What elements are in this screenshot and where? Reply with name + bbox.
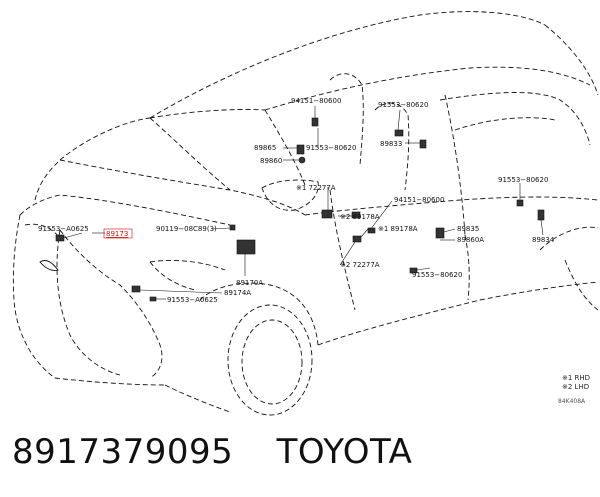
label-90119: 90119−08C89(3) [156,225,217,233]
part-number: 8917379095 [12,432,234,472]
diagram-code: 84K408A [558,398,586,405]
parts-diagram: 94151−80600 91553−80620 89865 91553−8062… [12,11,599,416]
label-91553-a0625-low: 91553−A0625 [167,296,218,304]
label-91553-mid: 91553−80620 [306,144,356,152]
sensor-89173 [55,234,65,242]
ecu-89170a [236,239,256,255]
bolt-91553-low [409,267,418,274]
leader-lines [63,106,544,300]
label-89173-highlighted[interactable]: 89173 [106,230,128,238]
bolt-91553-right [516,199,524,207]
label-89865: 89865 [254,144,276,152]
label-89178a-1: ※1 89178A [378,225,418,233]
brand-name: TOYOTA [276,432,413,472]
harness-72277a-1 [321,209,333,219]
label-89178a-2: ※2 89178A [340,213,380,221]
bolt-94151-mid [367,227,376,234]
caption: 8917379095 TOYOTA [12,432,412,476]
label-91553-right: 91553−80620 [498,176,548,184]
label-89835: 89835 [457,225,479,233]
sensor-89178a-1 [352,235,362,243]
legend-rhd: ※1 RHD [562,374,590,382]
label-89860a: 89860A [457,236,484,244]
sensor-89833 [419,139,427,149]
bolt-90119 [229,224,236,231]
sensor-89835 [435,227,445,239]
sensor-89834 [537,209,545,221]
parts [55,117,545,302]
label-94151-mid: 94151−80600 [394,196,444,204]
label-72277a-2: ※2 72277A [340,261,380,269]
legend: ※1 RHD ※2 LHD 84K408A [558,374,590,405]
vehicle-outline [12,11,599,416]
label-72277a-1: ※1 72277A [296,184,336,192]
label-91553-top: 91553−80620 [378,101,428,109]
label-91553-low: 91553−80620 [412,271,462,279]
bolt-91553-a0625-low [149,296,157,302]
part-labels: 94151−80600 91553−80620 89865 91553−8062… [38,97,555,304]
label-89860: 89860 [260,157,282,165]
sensor-89174a [131,285,141,293]
label-91553-a0625-front: 91553−A0625 [38,225,89,233]
label-89834: 89834 [532,236,555,244]
sensor-89860 [298,156,306,164]
sensor-89865 [296,144,305,155]
legend-lhd: ※2 LHD [562,383,589,391]
bolt-91553-top [394,129,404,137]
sensor-89178a-2 [351,211,361,219]
highlight-box-89173 [103,228,133,239]
label-89174a: 89174A [224,289,251,297]
label-94151-top: 94151−80600 [291,97,341,105]
label-89170a: 89170A [236,279,263,287]
bolt-94151-top [311,117,319,127]
label-89833: 89833 [380,140,402,148]
